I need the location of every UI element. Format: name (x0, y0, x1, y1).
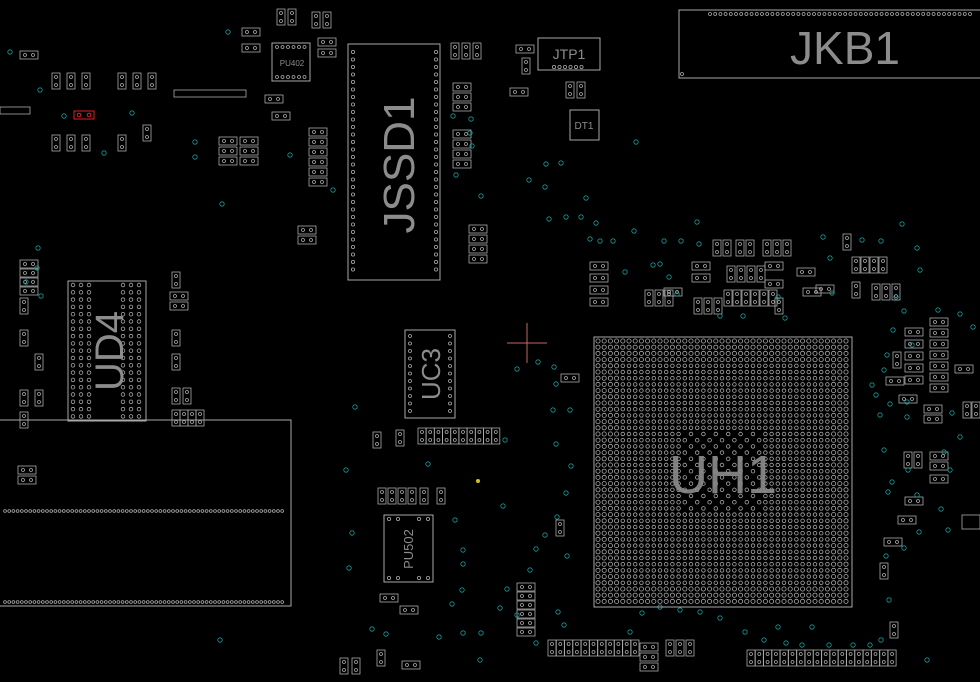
ud4-label: UD4 (88, 311, 132, 391)
jtp1-pins (552, 65, 584, 70)
component-dt1[interactable]: DT1 (569, 109, 600, 141)
component-jkb1[interactable]: JKB1 (678, 9, 980, 79)
component-pu502[interactable]: PU502 (383, 514, 434, 583)
jssd1-label: JSSD1 (375, 97, 424, 234)
dt1-label: DT1 (575, 121, 594, 132)
uc3-label: UC3 (416, 348, 446, 400)
yellow-marker (476, 479, 480, 483)
crosshair-cursor (507, 323, 547, 363)
highlighted-component[interactable] (73, 110, 95, 120)
jtp1-label: JTP1 (553, 46, 586, 62)
component-uh1[interactable]: UH1 (593, 336, 853, 608)
pu502-label: PU502 (401, 529, 416, 569)
uh1-ball-grid (595, 338, 849, 604)
jkb1-label: JKB1 (790, 22, 900, 74)
pu402-label: PU402 (280, 59, 305, 68)
component-jssd1[interactable]: JSSD1 (347, 43, 441, 281)
component-uc3[interactable]: UC3 (404, 329, 456, 419)
dimm-pin-rows (3, 509, 285, 604)
component-dimm-slot[interactable] (0, 419, 292, 607)
component-jtp1[interactable]: JTP1 (537, 37, 601, 71)
uc3-pads (408, 334, 452, 413)
uh1-label: UH1 (669, 445, 777, 505)
ud4-ball-grid (70, 282, 142, 419)
via-layer (7, 29, 976, 663)
small-components (0, 8, 980, 675)
pu502-pads (386, 517, 430, 581)
component-ud4[interactable]: UD4 (67, 280, 147, 422)
pu402-pads (275, 45, 307, 79)
jssd1-pin-columns (350, 50, 438, 272)
component-pu402[interactable]: PU402 (271, 42, 311, 82)
jkb1-pin-row (680, 12, 972, 76)
